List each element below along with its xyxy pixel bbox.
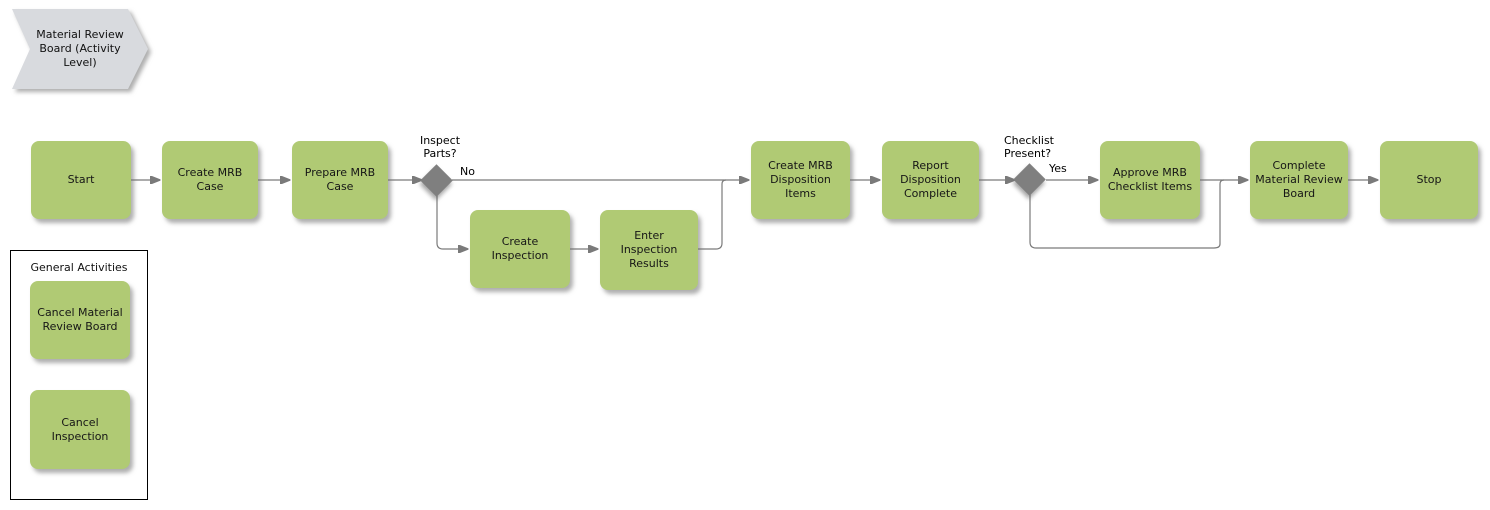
activity-create-mrb-case[interactable]: Create MRB Case [162, 141, 258, 219]
decision-checklist-present-question: Checklist Present? [1004, 134, 1054, 161]
decision-inspect-parts-icon[interactable] [420, 164, 453, 197]
activity-create-mrb-disposition-items[interactable]: Create MRB Disposition Items [751, 141, 850, 219]
decision-checklist-present-icon[interactable] [1013, 163, 1046, 196]
branch-label-yes: Yes [1049, 162, 1067, 175]
decision-inspect-parts-question: Inspect Parts? [419, 134, 461, 161]
activity-approve-mrb-checklist-items[interactable]: Approve MRB Checklist Items [1100, 141, 1200, 219]
activity-prepare-mrb-case[interactable]: Prepare MRB Case [292, 141, 388, 219]
general-activities-title: General Activities [30, 261, 128, 274]
diagram-title-banner: Material Review Board (Activity Level) [36, 28, 124, 69]
edge-inspect-parts-to-create-inspection [436, 188, 468, 249]
activity-enter-inspection-results[interactable]: Enter Inspection Results [600, 210, 698, 290]
activity-start[interactable]: Start [31, 141, 131, 219]
activity-cancel-inspection[interactable]: Cancel Inspection [30, 390, 130, 469]
activity-stop[interactable]: Stop [1380, 141, 1478, 219]
activity-report-disposition-complete[interactable]: Report Disposition Complete [882, 141, 979, 219]
activity-create-inspection[interactable]: Create Inspection [470, 210, 570, 288]
activity-cancel-material-review-board[interactable]: Cancel Material Review Board [30, 281, 130, 359]
branch-label-no: No [460, 165, 475, 178]
edge-enter-results-merge [698, 179, 727, 250]
activity-complete-material-review-board[interactable]: Complete Material Review Board [1250, 141, 1348, 219]
